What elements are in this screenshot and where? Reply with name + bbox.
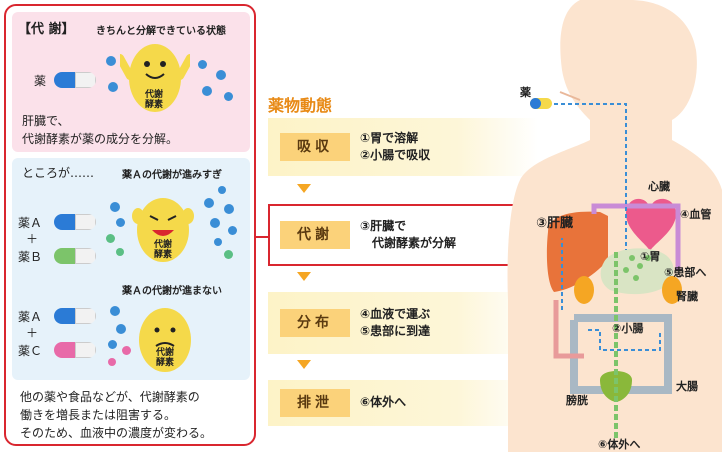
abnormal-metabolism-box: ところが…… 薬Ａの代謝が進みすぎ 薬Ａ ＋ 薬Ｂ 代謝 酵素 薬Ａの代謝が進ま… bbox=[12, 158, 250, 380]
drug-c-label: 薬Ｃ bbox=[18, 344, 43, 358]
step-line: ①胃で溶解 ②小腸で吸収 bbox=[360, 131, 431, 162]
top-caption: きちんと分解できている状態 bbox=[96, 26, 226, 37]
blue-dot bbox=[214, 238, 222, 246]
plus-sign: ＋ bbox=[26, 232, 39, 246]
large-intestine-label: 大腸 bbox=[676, 380, 698, 393]
blue-dot bbox=[218, 186, 226, 194]
drug-c-pill bbox=[54, 342, 96, 358]
blue-dot bbox=[198, 60, 207, 69]
pink-dot bbox=[108, 358, 116, 366]
pink-dot bbox=[122, 346, 131, 355]
drug-pill bbox=[54, 72, 96, 88]
blue-dot bbox=[216, 70, 226, 80]
enzyme-text: 代謝 酵素 bbox=[145, 90, 164, 110]
blue-dot bbox=[210, 218, 220, 228]
bottom-text-1: 他の薬や食品などが、代謝酵素の bbox=[20, 390, 200, 404]
affected-label: ⑤患部へ bbox=[664, 266, 707, 279]
blue-dot bbox=[224, 92, 233, 101]
green-dot bbox=[224, 250, 233, 259]
step-distribution: 分布 ④血液で運ぶ ⑤患部に到達 bbox=[268, 292, 538, 354]
enzyme-text: 代謝 酵素 bbox=[156, 348, 175, 368]
blue-dot bbox=[116, 218, 125, 227]
stomach-label: ①胃 bbox=[640, 250, 661, 263]
down-arrow bbox=[297, 272, 311, 281]
drug-b-pill bbox=[54, 248, 96, 264]
liver-label: ③肝臓 bbox=[536, 216, 574, 231]
step-line: ④血液で運ぶ ⑤患部に到達 bbox=[360, 307, 431, 338]
step-line: ③肝臓で 代謝酵素が分解 bbox=[360, 219, 457, 250]
green-dot bbox=[106, 234, 115, 243]
normal-metabolism-box: 【代 謝】 きちんと分解できている状態 薬 代謝 酵素 肝臓で、 代謝酵素が薬の… bbox=[12, 12, 250, 152]
blue-dot bbox=[204, 198, 214, 208]
drug-label: 薬 bbox=[34, 74, 47, 88]
blue-dot bbox=[202, 86, 212, 96]
down-arrow bbox=[297, 360, 311, 369]
drug-b-label: 薬Ｂ bbox=[18, 250, 43, 264]
step-excretion: 排泄 ⑥体外へ bbox=[268, 380, 538, 426]
heart-shape bbox=[626, 198, 676, 252]
step-label: 吸収 bbox=[280, 133, 350, 161]
bottom-text-3: そのため、血液中の濃度が変わる。 bbox=[20, 426, 213, 440]
blue-dot bbox=[106, 56, 116, 66]
enzyme-happy-character bbox=[132, 198, 194, 262]
green-dot bbox=[116, 248, 124, 256]
blue-dot bbox=[108, 340, 117, 349]
enzyme-sad-character bbox=[139, 308, 191, 372]
heart-label: 心臓 bbox=[648, 180, 670, 193]
blue-dot bbox=[108, 82, 118, 92]
metabolism-panel: 【代 謝】 きちんと分解できている状態 薬 代謝 酵素 肝臓で、 代謝酵素が薬の… bbox=[4, 4, 256, 446]
bladder-shape bbox=[600, 371, 632, 402]
stomach-shape bbox=[600, 248, 674, 295]
too-fast-caption: 薬Ａの代謝が進みすぎ bbox=[122, 170, 222, 181]
body-diagram bbox=[507, 0, 722, 452]
blue-dot bbox=[110, 306, 120, 316]
down-arrow bbox=[297, 184, 311, 193]
bottom-text-2: 働きを増長または阻害する。 bbox=[20, 408, 177, 422]
body-drug-label: 薬 bbox=[520, 86, 531, 99]
blue-dot bbox=[224, 204, 234, 214]
blue-dot bbox=[116, 324, 126, 334]
kidney-label: 腎臓 bbox=[676, 290, 698, 303]
blue-dot bbox=[228, 226, 237, 235]
bladder-label: 膀胱 bbox=[566, 394, 588, 407]
small-intestine-label: ②小腸 bbox=[612, 322, 644, 335]
liver-text-1: 肝臓で、 bbox=[22, 114, 70, 128]
out-label: ⑥体外へ bbox=[598, 438, 641, 451]
drug-a-label: 薬Ａ bbox=[18, 310, 43, 324]
pharmacokinetics-title: 薬物動態 bbox=[268, 96, 333, 115]
step-absorption: 吸収 ①胃で溶解 ②小腸で吸収 bbox=[268, 118, 538, 176]
blue-dot bbox=[110, 202, 120, 212]
step-line: ⑥体外へ bbox=[360, 395, 407, 409]
step-label: 代謝 bbox=[280, 221, 350, 249]
connector-line bbox=[256, 236, 270, 238]
metabolism-tag: 【代 謝】 bbox=[18, 22, 75, 37]
enzyme-character bbox=[120, 44, 190, 112]
drug-a-pill bbox=[54, 214, 96, 230]
too-slow-caption: 薬Ａの代謝が進まない bbox=[122, 286, 222, 297]
mouth-pill bbox=[530, 98, 552, 109]
step-metabolism: 代謝 ③肝臓で 代謝酵素が分解 bbox=[268, 204, 538, 266]
however-text: ところが…… bbox=[22, 166, 95, 180]
drug-a-pill bbox=[54, 308, 96, 324]
plus-sign: ＋ bbox=[26, 326, 39, 340]
drug-a-label: 薬Ａ bbox=[18, 216, 43, 230]
step-label: 分布 bbox=[280, 309, 350, 337]
vessel-label: ④血管 bbox=[680, 208, 712, 221]
enzyme-text: 代謝 酵素 bbox=[154, 240, 173, 260]
step-label: 排泄 bbox=[280, 389, 350, 417]
liver-text-2: 代謝酵素が薬の成分を分解。 bbox=[22, 132, 179, 146]
